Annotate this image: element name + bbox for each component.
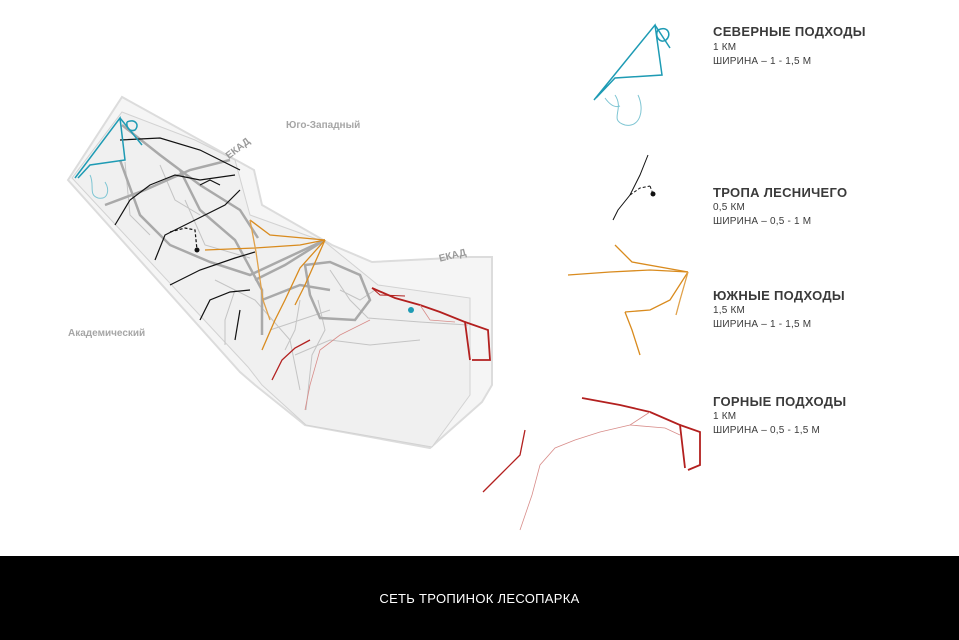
- legend-length-north: 1 КМ: [713, 42, 737, 53]
- forester-route-icon: [612, 154, 656, 221]
- legend-width-north: ШИРИНА – 1 - 1,5 М: [713, 56, 812, 67]
- legend-title-north: СЕВЕРНЫЕ ПОДХОДЫ: [713, 24, 866, 39]
- mountain-route-icon: [482, 397, 701, 493]
- mountain-point-icon: [408, 307, 414, 313]
- district-label-academic: Академический: [68, 328, 146, 339]
- legend-width-mountain: ШИРИНА – 0,5 - 1,5 М: [713, 425, 821, 436]
- district-label-southwest: Юго-Западный: [286, 120, 361, 131]
- forester-trail: [169, 227, 198, 251]
- legend-title-south: ЮЖНЫЕ ПОДХОДЫ: [713, 288, 845, 303]
- legend-title-mountain: ГОРНЫЕ ПОДХОДЫ: [713, 394, 847, 409]
- park-map: [66, 23, 701, 531]
- legend-width-forester: ШИРИНА – 0,5 - 1 М: [713, 216, 812, 227]
- mountain-secondary-icon: [519, 411, 681, 531]
- north-route-icon: [593, 23, 671, 126]
- park-area: [71, 111, 471, 448]
- mountain-route: [271, 287, 491, 381]
- legend-length-mountain: 1 КМ: [713, 411, 737, 422]
- legend-width-south: ШИРИНА – 1 - 1,5 М: [713, 319, 812, 330]
- forester-point: [194, 247, 200, 253]
- secondary-paths: [124, 161, 469, 411]
- black-trails: [114, 137, 256, 341]
- legend-length-forester: 0,5 КМ: [713, 202, 746, 213]
- legend-length-south: 1,5 КМ: [713, 305, 746, 316]
- south-route-icon: [567, 244, 689, 356]
- south-route: [204, 219, 326, 351]
- north-route: [74, 116, 143, 199]
- legend-title-forester: ТРОПА ЛЕСНИЧЕГО: [713, 185, 848, 200]
- caption-bar: СЕТЬ ТРОПИНОК ЛЕСОПАРКА: [0, 556, 959, 640]
- caption-text: СЕТЬ ТРОПИНОК ЛЕСОПАРКА: [379, 591, 580, 606]
- mountain-secondary: [304, 304, 456, 411]
